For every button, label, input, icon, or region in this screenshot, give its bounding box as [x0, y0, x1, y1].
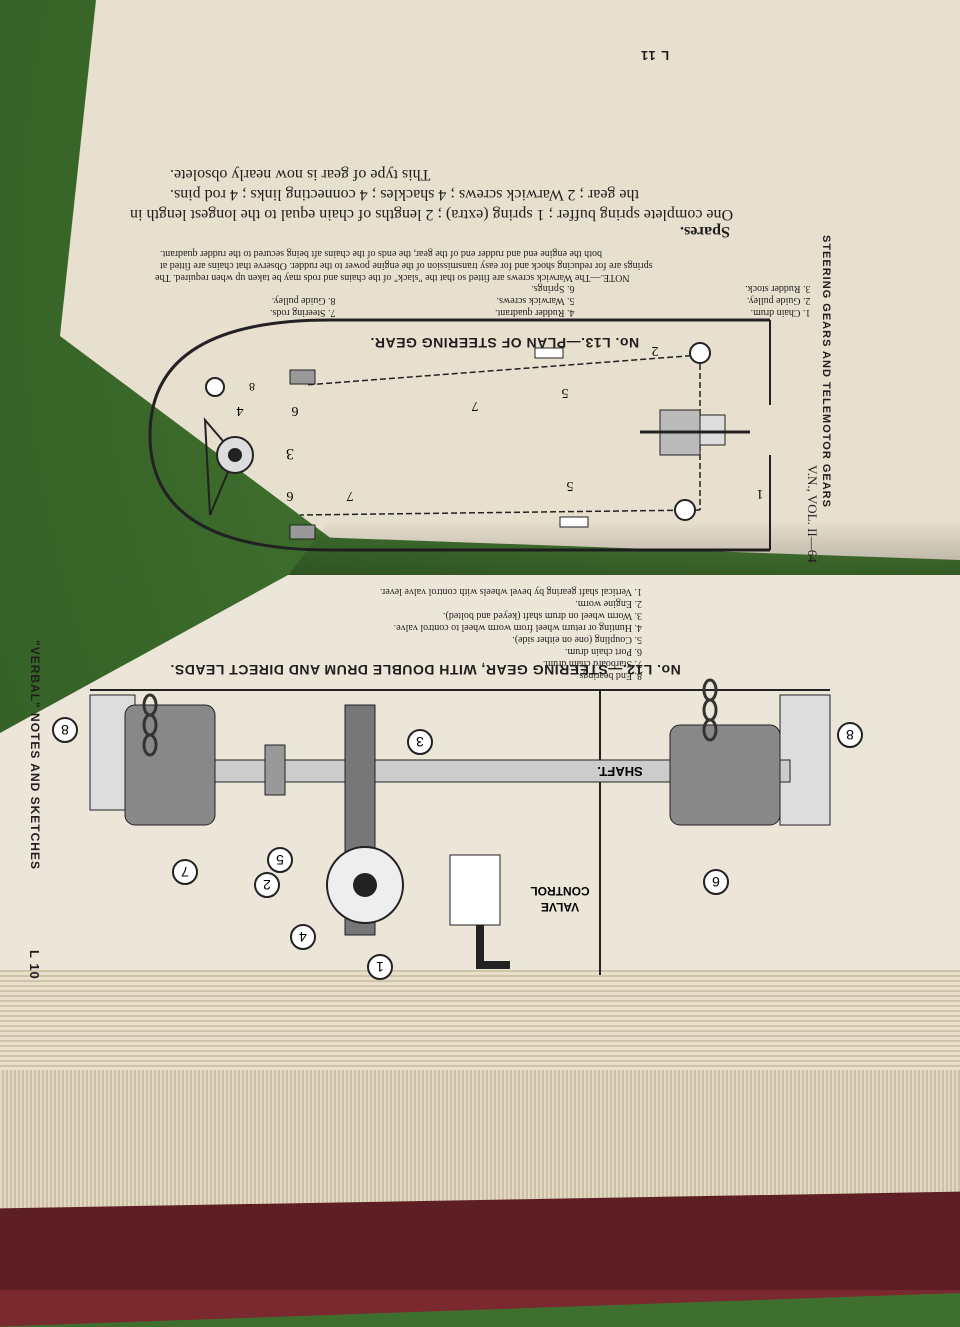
page-shadow: [285, 520, 960, 580]
l13-label-8: 8: [249, 380, 255, 394]
legend-item: 4. Hunting or return wheel from worm whe…: [393, 622, 642, 633]
obsolete-line: This type of gear is now nearly obsolete…: [170, 166, 431, 183]
l12-caption: No. L12.—STEERING GEAR, WITH DOUBLE DRUM…: [170, 662, 681, 678]
l12-callout-4: 4: [299, 929, 307, 945]
legend-item: 2. Engine worm.: [575, 598, 642, 609]
l13-label-6a: 6: [292, 403, 299, 418]
note-line-2: springs are for reducing shock and for e…: [160, 260, 653, 271]
legend-item: 5. Warwick screws.: [496, 295, 575, 306]
l13-plan-diagram: 3 1 2 5 5 7 7 6 6 4 8: [148, 318, 771, 552]
legend-item: 3. Rudder stock.: [745, 283, 811, 294]
legend-item: 3. Worm wheel on drum shaft (keyed and b…: [442, 610, 642, 621]
l12-steering-gear-diagram: SHAFT. CONTROL VALVE 8 8 3 7 5 6 2 4 1: [52, 678, 863, 980]
note-line-3: both the engine end and rudder end of th…: [160, 248, 602, 259]
control-valve-label-2: VALVE: [541, 900, 579, 914]
upper-folio: L 11: [640, 48, 670, 63]
l13-label-5a: 5: [562, 385, 569, 400]
l12-callout-8a: 8: [61, 722, 69, 738]
l12-callout-5: 5: [276, 852, 284, 868]
upper-running-header: STEERING GEARS AND TELEMOTOR GEARS: [820, 235, 832, 508]
l13-label-7b: 7: [347, 488, 354, 503]
control-valve-label-1: CONTROL: [530, 884, 589, 898]
legend-item: 8. Guide pulley.: [271, 295, 336, 306]
l12-callout-6: 6: [712, 874, 720, 890]
spares-heading: Spares.: [680, 223, 730, 240]
l12-callout-3: 3: [416, 734, 424, 750]
l13-label-3: 3: [286, 445, 294, 462]
legend-item: 5. Coupling (one on either side).: [512, 634, 642, 645]
spares-line-2: the gear ; 2 Warwick screws ; 4 shackles…: [170, 186, 639, 203]
lower-running-header: "VERBAL" NOTES AND SKETCHES: [28, 640, 42, 870]
l13-label-1: 1: [757, 486, 764, 501]
page-edges: [0, 960, 960, 1070]
legend-item: 6. Springs.: [531, 283, 575, 294]
legend-item: 2. Guide pulley.: [746, 295, 811, 306]
legend-item: 1. Vertical shaft gearing by bevel wheel…: [380, 586, 642, 597]
legend-item: 6. Port chain drum.: [565, 646, 642, 657]
l12-shaft-label: SHAFT.: [597, 764, 643, 779]
l13-label-2: 2: [652, 343, 659, 358]
l13-label-5b: 5: [567, 478, 574, 493]
l13-label-6b: 6: [287, 488, 294, 503]
legend-col-2: 4. Rudder quadrant. 5. Warwick screws. 6…: [495, 282, 574, 318]
legend-col-1: 1. Chain drum. 2. Guide pulley. 3. Rudde…: [745, 282, 811, 318]
l12-callout-7: 7: [181, 864, 189, 880]
l12-callout-1: 1: [376, 959, 384, 975]
spares-line-1: One complete spring buffer ; 1 spring (e…: [130, 206, 734, 223]
l12-callout-2: 2: [263, 877, 271, 893]
l13-label-4: 4: [237, 403, 244, 418]
l13-label-7a: 7: [472, 398, 479, 413]
l12-callout-8b: 8: [846, 727, 854, 743]
lower-folio: L 10: [27, 950, 42, 980]
